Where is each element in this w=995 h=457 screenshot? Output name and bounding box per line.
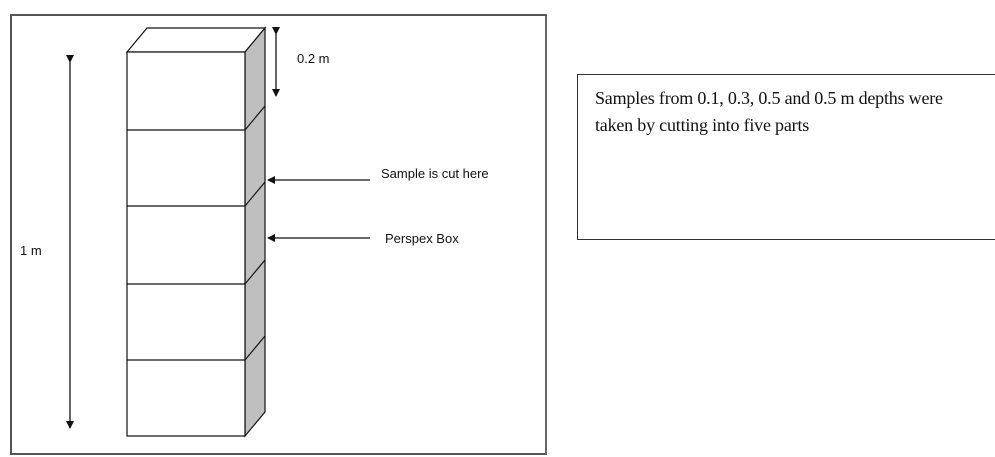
box-top-face (125, 27, 267, 53)
box-front-face (126, 51, 246, 437)
box-label: Perspex Box (385, 231, 459, 246)
box-side-face (244, 26, 266, 438)
total-height-label: 1 m (20, 243, 42, 258)
cut-label: Sample is cut here (381, 166, 489, 181)
sampling-note: Samples from 0.1, 0.3, 0.5 and 0.5 m dep… (577, 74, 995, 240)
segment-height-label: 0.2 m (297, 51, 330, 66)
cut-lines (127, 105, 266, 361)
